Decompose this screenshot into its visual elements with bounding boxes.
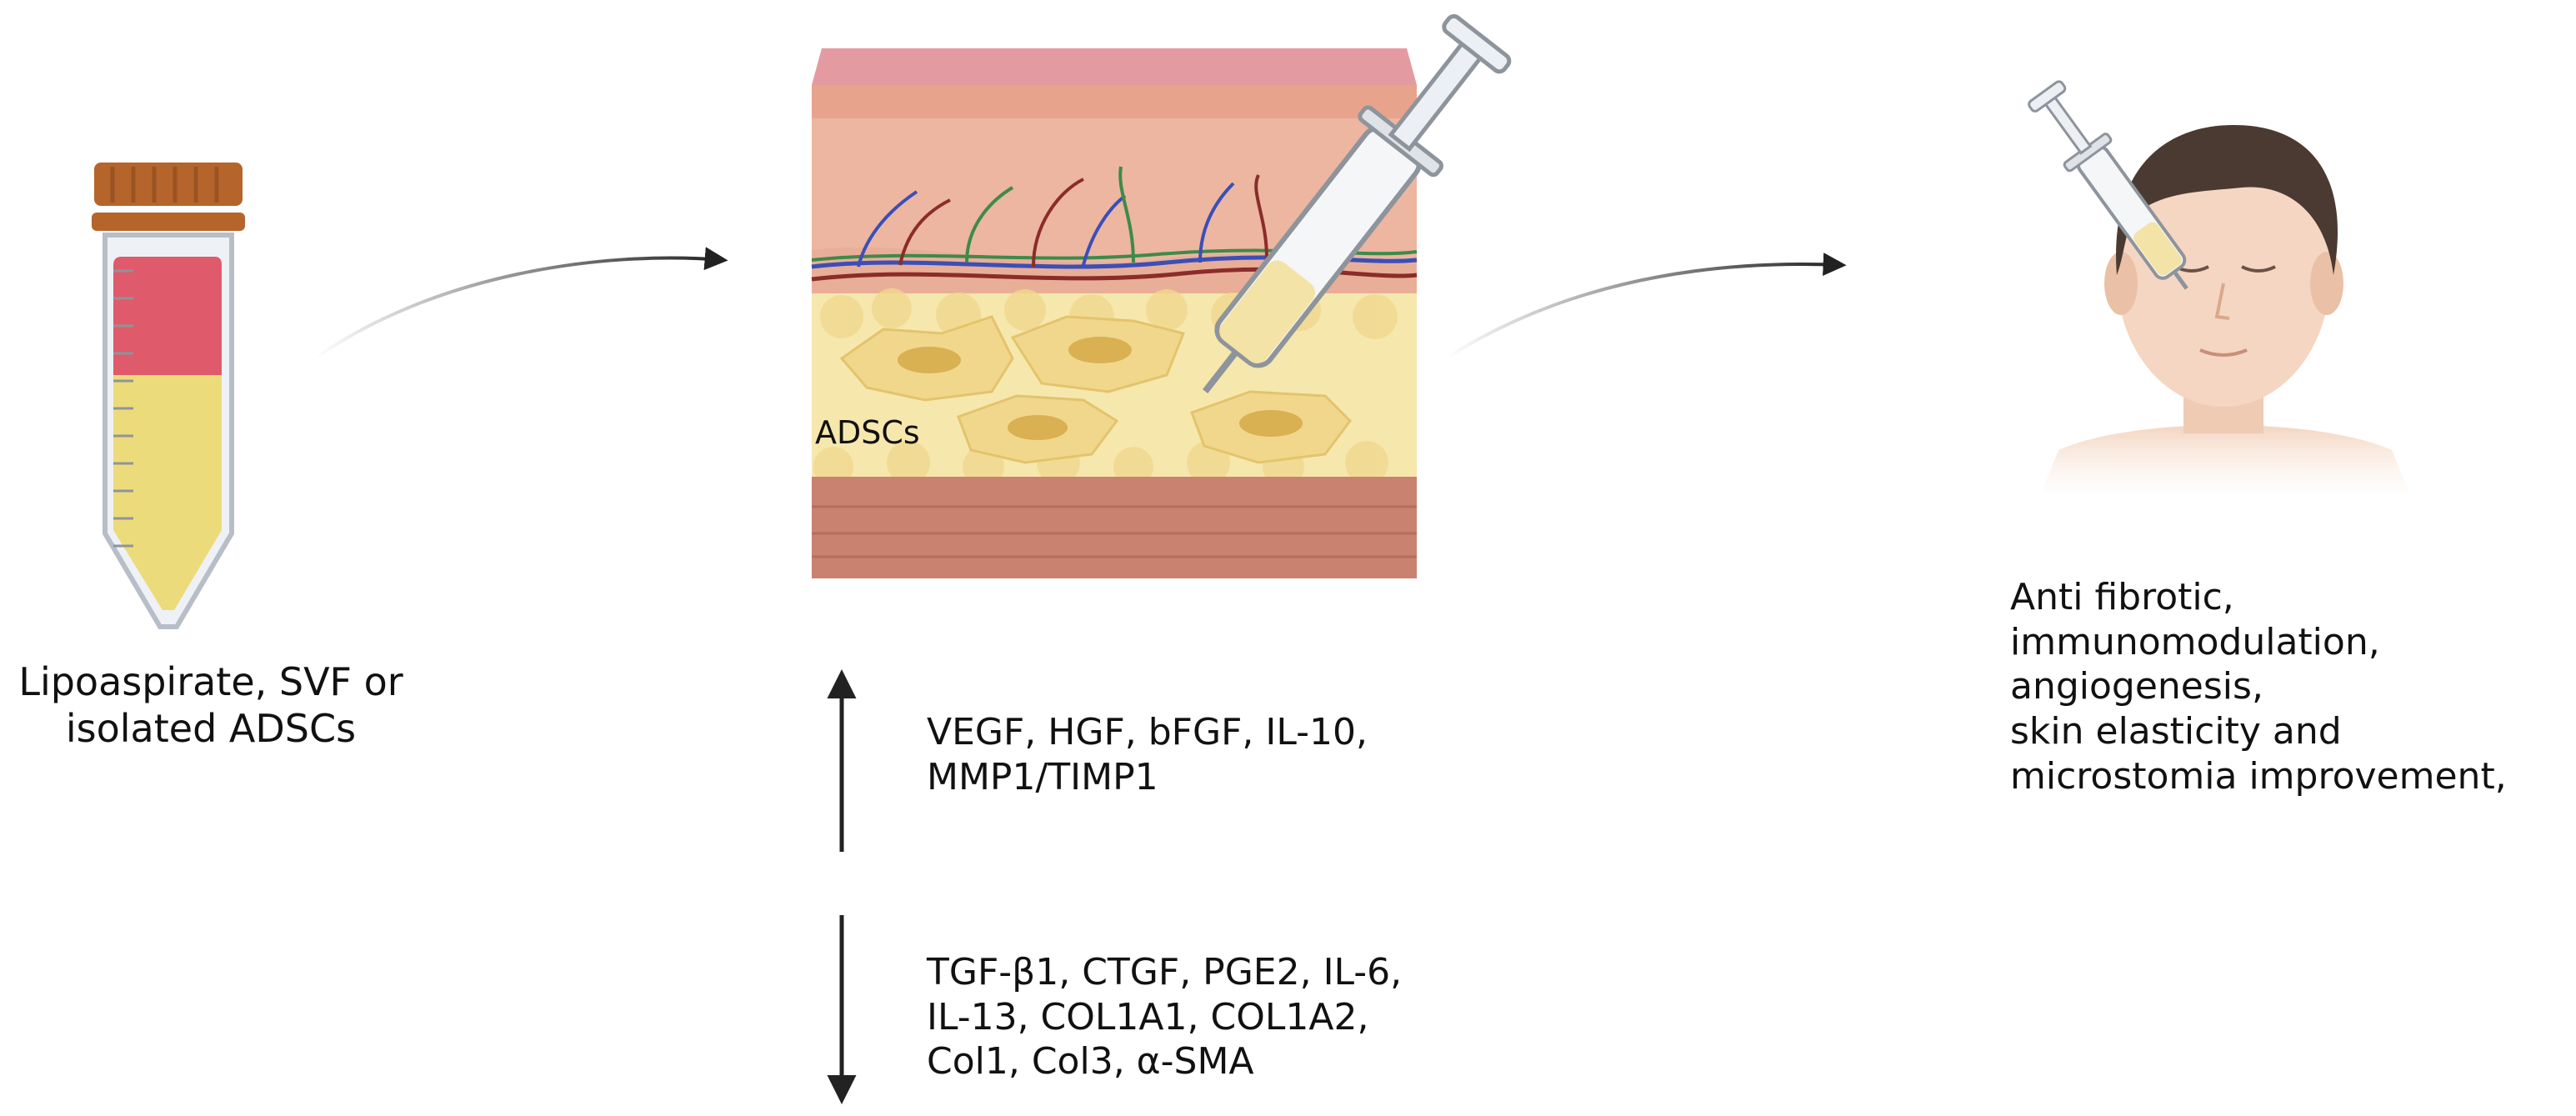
factor-line: VEGF, HGF, bFGF, IL-10, (927, 711, 1368, 753)
tube-caption-line: Lipoaspirate, SVF or (18, 659, 403, 704)
factor-line: Col1, Col3, α-SMA (927, 1040, 1254, 1083)
syringe-icon (1202, 14, 1512, 394)
flow-arrow-icon (1444, 253, 1847, 360)
tissue-label: ADSCs (815, 414, 920, 451)
flow-arrow-icon (313, 247, 728, 360)
upregulated-factors: VEGF, HGF, bFGF, IL-10, MMP1/TIMP1 (927, 710, 1368, 799)
factor-line: TGF-β1, CTGF, PGE2, IL-6, (927, 951, 1403, 993)
skin-tissue-icon (811, 48, 1418, 578)
outcome-line: microstomia improvement, (2010, 754, 2507, 798)
factor-line: IL-13, COL1A1, COL1A2, (927, 995, 1369, 1038)
centrifuge-tube-icon (92, 163, 245, 629)
tube-caption: Lipoaspirate, SVF or isolated ADSCs (7, 658, 415, 752)
outcome-line: skin elasticity and (2010, 710, 2342, 753)
outcomes-list: Anti fibrotic, immunomodulation, angioge… (2010, 575, 2507, 798)
downregulated-factors: TGF-β1, CTGF, PGE2, IL-6, IL-13, COL1A1,… (927, 950, 1402, 1084)
outcome-line: immunomodulation, (2010, 620, 2380, 663)
factor-line: MMP1/TIMP1 (927, 755, 1158, 798)
outcome-line: angiogenesis, (2010, 665, 2263, 708)
face-patient-icon (2028, 80, 2408, 492)
outcome-line: Anti fibrotic, (2010, 576, 2234, 618)
tube-caption-line: isolated ADSCs (65, 706, 357, 752)
